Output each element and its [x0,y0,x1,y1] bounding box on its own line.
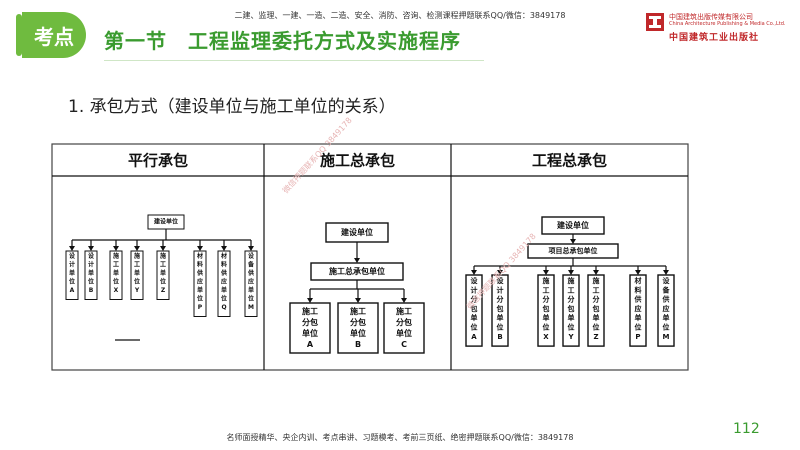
epc-arrow-3-head [543,270,549,275]
publisher-logo: 中国建筑出版传媒有限公司 China Architecture Publishi… [645,10,795,44]
topic-badge: 考点 [22,12,86,58]
parallel-arrow-2-head [88,246,94,251]
publisher-name-cn: 中国建筑出版传媒有限公司 [669,13,753,21]
parallel-arrow-7-head [221,246,227,251]
parallel-arrow-6-head [197,246,203,251]
epc-arrow-4-head [568,270,574,275]
badge-accent-bar [16,14,22,56]
general-arrow-middle-head [354,258,360,263]
top-promo-note: 二建、监理、一建、一造、二造、安全、消防、咨询、检测课程押题联系QQ/微信：38… [234,11,566,20]
parallel-child-box-4 [130,250,144,300]
parallel-child-box-7 [217,250,231,317]
page-title: 第一节 工程监理委托方式及实施程序 [104,29,461,53]
parallel-child-box-1 [65,250,79,300]
parallel-arrow-8-head [248,246,254,251]
epc-root-label: 建设单位 [556,220,589,230]
publisher-name-big: 中国建筑工业出版社 [669,33,760,43]
epc-child-box-6 [629,274,647,347]
bottom-promo-note: 名师面授精华、央企内训、考点串讲、习题模考、考前三页纸、绝密押题联系QQ/微信：… [226,433,574,442]
epc-arrow-7-head [663,270,669,275]
general-root-label: 建设单位 [340,227,373,237]
parallel-arrow-1-head [69,246,75,251]
section-subtitle: 1. 承包方式（建设单位与施工单位的关系） [68,97,396,117]
page-number: 112 [733,421,760,437]
epc-arrow-1-head [471,270,477,275]
general-arrow-1-head [307,298,313,303]
parallel-root-label: 建设单位 [154,218,178,226]
general-child-box-3 [383,302,425,354]
general-child-box-2 [337,302,379,354]
table-header-3: 工程总承包 [532,152,607,170]
epc-arrow-2-head [497,270,503,275]
parallel-child-box-5 [156,250,170,300]
parallel-child-box-8 [244,250,258,317]
general-middle-label: 施工总承包单位 [329,266,385,276]
parallel-arrow-4-head [134,246,140,251]
epc-arrow-6-head [635,270,641,275]
epc-middle-label: 项目总承包单位 [549,246,598,255]
publisher-emblem-icon [646,13,664,31]
epc-child-box-3 [537,274,555,347]
general-arrow-2-head [355,298,361,303]
title-underline [104,60,484,61]
epc-child-box-7 [657,274,675,347]
parallel-child-box-3 [109,250,123,300]
epc-child-box-2 [491,274,509,347]
epc-child-box-1 [465,274,483,347]
table-header-2: 施工总承包 [320,152,395,170]
epc-child-box-5 [587,274,605,347]
general-arrow-3-head [401,298,407,303]
publisher-name-en: China Architecture Publishing & Media Co… [669,21,786,27]
parallel-arrow-5-head [160,246,166,251]
general-child-box-1 [289,302,331,354]
epc-arrow-5-head [593,270,599,275]
table-header-1: 平行承包 [128,152,188,170]
table-border [51,143,689,371]
parallel-child-box-2 [84,250,98,300]
epc-arrow-middle-head [570,239,576,244]
epc-child-box-4 [562,274,580,347]
parallel-arrow-3-head [113,246,119,251]
parallel-child-box-6 [193,250,207,317]
